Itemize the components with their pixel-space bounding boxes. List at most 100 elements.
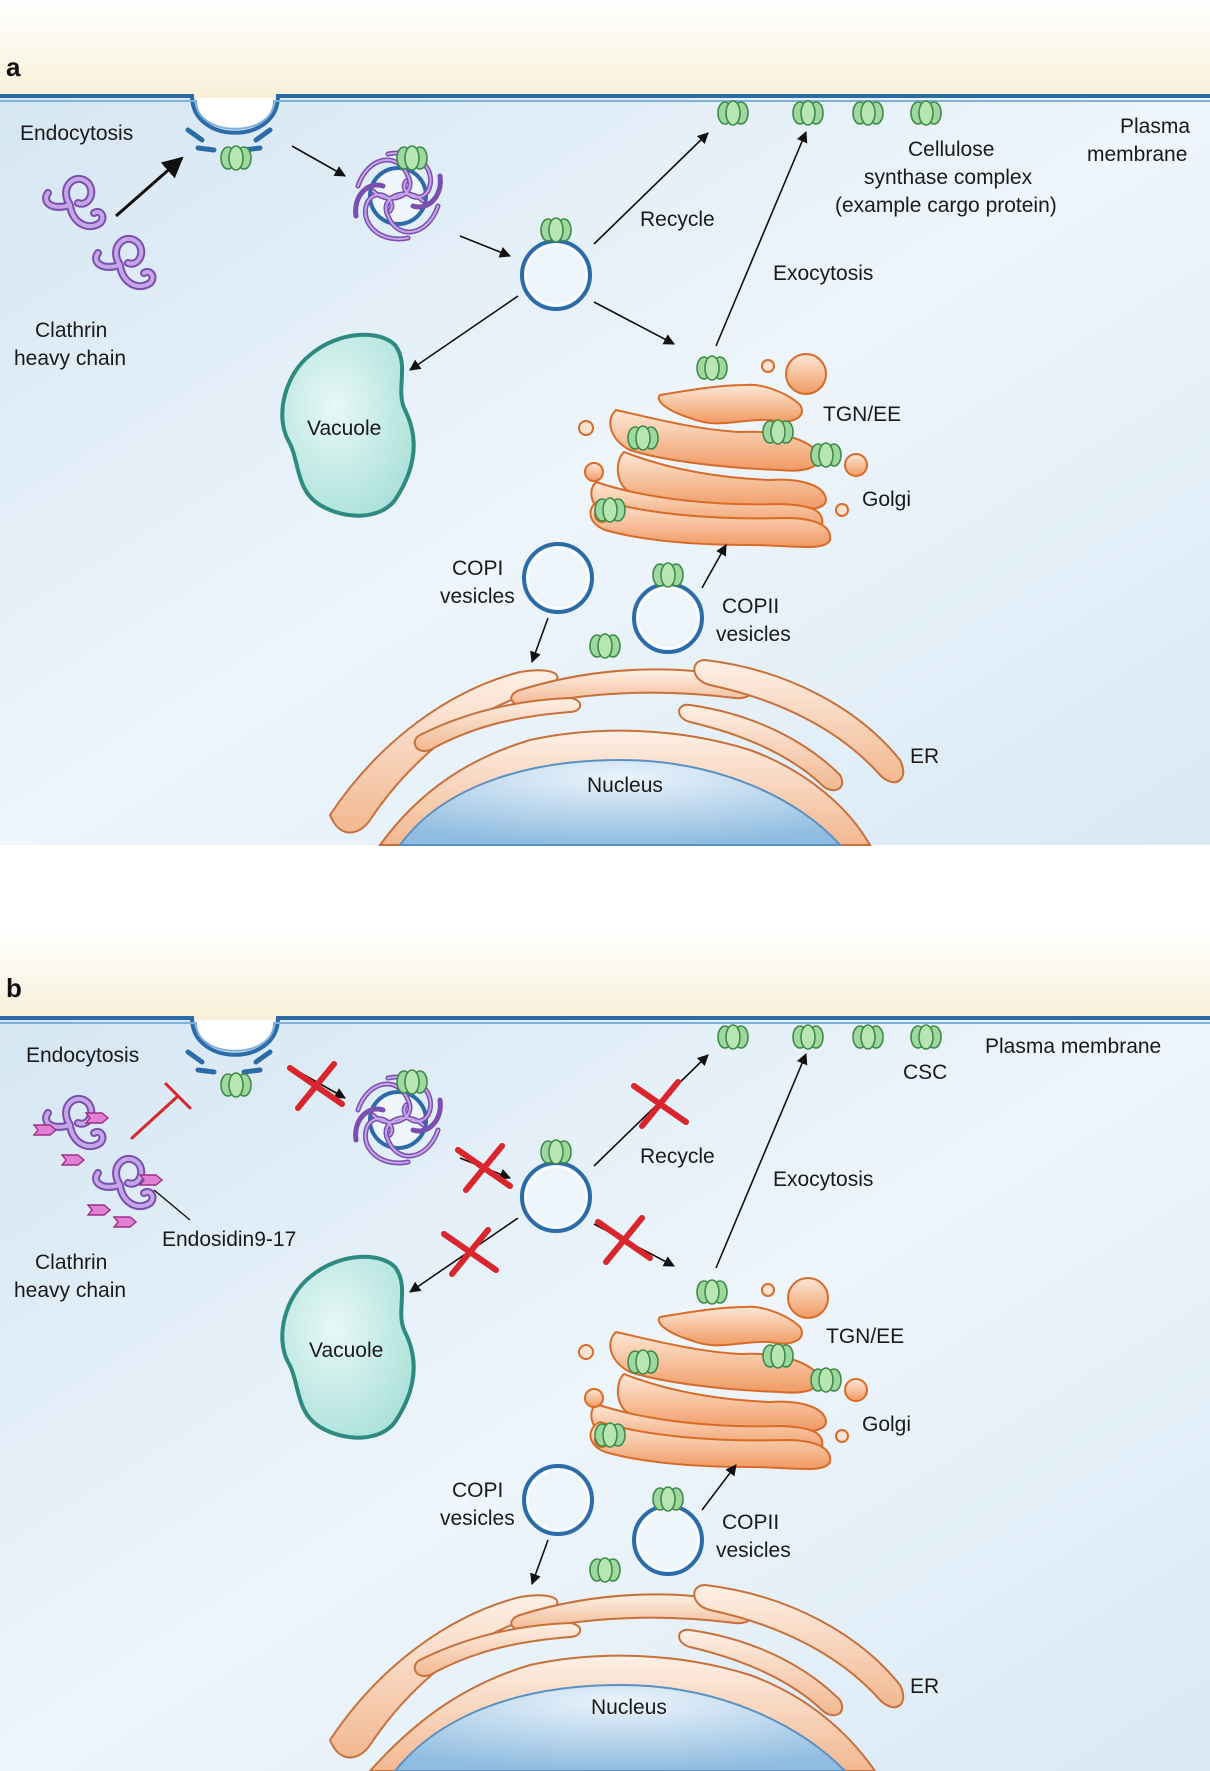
label-er: ER: [910, 745, 939, 768]
arrow-copii: [701, 544, 727, 589]
label-recycle: Recycle: [640, 208, 715, 231]
label-clathrin-2: heavy chain: [14, 1279, 126, 1302]
cargo-on-golgi: [594, 497, 626, 523]
inhibitor-tag: [87, 1204, 111, 1216]
cargo-on-golgi: [696, 1279, 728, 1305]
arrow-recycle: [593, 132, 709, 245]
panel-a: a Endocytosis Clathrin heavy chain Recyc…: [0, 0, 1210, 846]
label-vacuole: Vacuole: [307, 417, 381, 440]
label-clathrin-1: Clathrin: [35, 1251, 107, 1274]
cytoplasm: [0, 1020, 1210, 1771]
panel-letter-b: b: [6, 973, 22, 1003]
vacuole: [280, 332, 416, 518]
label-tgn: TGN/EE: [823, 403, 901, 426]
cargo-at-membrane: [717, 100, 749, 126]
arrow-to-vacuole: [409, 295, 519, 371]
inhibitor-tag: [113, 1216, 137, 1228]
cargo-at-membrane: [910, 1024, 942, 1050]
label-copii-1: COPII: [722, 595, 779, 618]
nucleus: [393, 1683, 847, 1771]
golgi-stack: [578, 1277, 868, 1470]
cargo-on-golgi: [594, 1422, 626, 1448]
label-clathrin-1: Clathrin: [35, 319, 107, 342]
arrow-exocytosis: [715, 130, 808, 347]
label-golgi: Golgi: [862, 1413, 911, 1436]
cargo-on-golgi: [810, 1367, 842, 1393]
nucleus: [398, 758, 843, 846]
cargo-in-pit: [220, 1072, 252, 1098]
cargo-on-golgi: [810, 442, 842, 468]
label-nucleus: Nucleus: [587, 774, 663, 797]
endosome-vesicle: [520, 1161, 592, 1233]
cargo-on-er: [589, 1557, 621, 1583]
label-golgi: Golgi: [862, 488, 911, 511]
cargo-on-endosome: [540, 217, 572, 243]
copii-vesicle: [632, 582, 704, 654]
cargo-at-membrane: [792, 100, 824, 126]
label-plasma-membrane: Plasma membrane: [985, 1035, 1161, 1058]
label-copi-1: COPI: [452, 1479, 503, 1502]
inhibitor-tag: [61, 1154, 85, 1166]
cargo-on-coated: [396, 145, 428, 171]
arrow-copi: [530, 617, 549, 664]
plasma-membrane: [0, 94, 1210, 135]
label-plasma-1: Plasma: [1120, 115, 1190, 138]
cargo-at-membrane: [792, 1024, 824, 1050]
label-exocytosis: Exocytosis: [773, 1168, 873, 1191]
arrow-to-coated: [291, 145, 346, 177]
label-copii-2: vesicles: [716, 1539, 791, 1562]
cargo-on-golgi: [762, 1343, 794, 1369]
arrow-to-endosome: [459, 235, 512, 258]
arrow-endocytosis: [115, 156, 184, 218]
label-copii-2: vesicles: [716, 623, 791, 646]
cargo-at-membrane: [852, 1024, 884, 1050]
cargo-on-golgi: [627, 1349, 659, 1375]
label-copi-2: vesicles: [440, 1507, 515, 1530]
copi-vesicle: [522, 1464, 594, 1536]
cargo-on-copii: [652, 1486, 684, 1512]
arrow-copi: [530, 1539, 549, 1586]
inhibition-bar: [130, 1082, 192, 1140]
cargo-at-membrane: [852, 100, 884, 126]
clathrin-coated-vesicle: [356, 153, 441, 239]
label-vacuole: Vacuole: [309, 1339, 383, 1362]
arrow-to-tgn: [593, 301, 675, 345]
panel-letter-a: a: [6, 52, 21, 82]
label-plasma-2: membrane: [1087, 143, 1187, 166]
cargo-in-pit: [220, 145, 252, 171]
label-csc: CSC: [903, 1061, 947, 1084]
extracellular-space: [0, 0, 1210, 98]
label-er: ER: [910, 1675, 939, 1698]
label-clathrin-2: heavy chain: [14, 347, 126, 370]
label-cargo-2: synthase complex: [864, 166, 1033, 189]
cargo-on-golgi: [762, 419, 794, 445]
inhibitor-leader-line: [153, 1189, 191, 1221]
label-copii-1: COPII: [722, 1511, 779, 1534]
plasma-membrane: [0, 1016, 1210, 1057]
cargo-on-coated: [396, 1069, 428, 1095]
cargo-on-endosome: [540, 1139, 572, 1165]
extracellular-space: [0, 930, 1210, 1020]
label-tgn: TGN/EE: [826, 1325, 904, 1348]
golgi-stack: [578, 353, 868, 548]
label-exocytosis: Exocytosis: [773, 262, 873, 285]
copi-vesicle: [522, 542, 594, 614]
inhibitor-tag: [139, 1174, 163, 1186]
coated-pit-adaptors: [185, 127, 273, 153]
arrow-exocytosis: [715, 1052, 808, 1269]
label-copi-1: COPI: [452, 557, 503, 580]
cytoplasm: [0, 98, 1210, 845]
copii-vesicle: [632, 1504, 704, 1576]
inhibitor-tag: [85, 1112, 109, 1124]
inhibitor-tag: [33, 1124, 57, 1136]
label-cargo-1: Cellulose: [908, 138, 994, 161]
cargo-on-copii: [652, 562, 684, 588]
label-cargo-3: (example cargo protein): [835, 194, 1057, 217]
cargo-on-golgi: [696, 355, 728, 381]
cargo-at-membrane: [910, 100, 942, 126]
coated-pit-adaptors: [185, 1049, 273, 1075]
label-endocytosis: Endocytosis: [26, 1044, 139, 1067]
clathrin-coated-vesicle: [356, 1077, 441, 1163]
cargo-at-membrane: [717, 1024, 749, 1050]
label-inhibitor: Endosidin9-17: [162, 1228, 296, 1251]
